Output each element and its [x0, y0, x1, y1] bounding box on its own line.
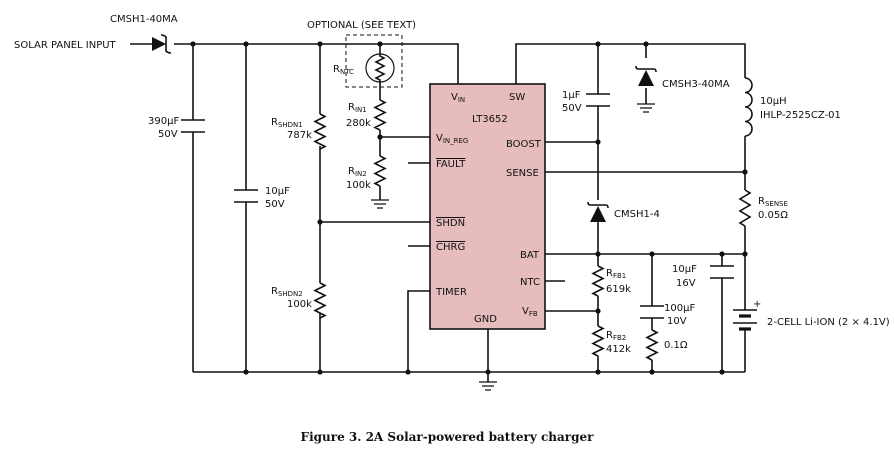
r-fb1-name: RFB1: [606, 268, 626, 280]
resistor-rshdn2-symbol: [313, 282, 327, 319]
r-fb1-value: 619k: [606, 284, 631, 295]
inductor-value: 10µH: [760, 96, 787, 107]
d-in-label: CMSH1-40MA: [110, 14, 178, 25]
inductor-10uh-symbol: [744, 77, 753, 137]
capacitor-1uf-50v-symbol: [586, 93, 610, 107]
pin-bat-label: BAT: [520, 250, 540, 261]
resistor-rfb2-symbol: [591, 325, 605, 357]
capacitor-10uf-16v-symbol: [710, 265, 734, 279]
optional-label: OPTIONAL (SEE TEXT): [307, 20, 416, 31]
r-ntc-name: RNTC: [333, 64, 354, 76]
resistor-rin2-symbol: [373, 155, 387, 187]
wires: [130, 43, 746, 382]
c-bat2-value: 100µF: [664, 303, 695, 314]
resistor-rshdn1-symbol: [313, 113, 327, 150]
pin-boost-label: BOOST: [506, 139, 542, 150]
boost-schottky-diode-symbol: [587, 201, 609, 222]
r-in1-name: RIN1: [348, 102, 367, 114]
pin-ntc-label: NTC: [520, 277, 540, 288]
capacitor-100uf-10v-symbol: [640, 305, 664, 319]
r-shdn1-name: RSHDN1: [271, 117, 303, 129]
pin-chrg-label: CHRG: [436, 242, 465, 253]
capacitor-10uf-50v-symbol: [234, 189, 258, 203]
pin-vin-label: VIN: [451, 92, 465, 104]
thermistor-rntc-symbol: [365, 52, 395, 84]
resistor-rfb1-symbol: [591, 265, 605, 297]
pin-fault-label: FAULT: [436, 159, 466, 170]
input-label: SOLAR PANEL INPUT: [14, 40, 117, 51]
sw-schottky-diode-symbol: [635, 65, 657, 86]
c-bat2-esr: 0.1Ω: [664, 340, 688, 351]
pin-vfb-label: VFB: [522, 306, 538, 318]
c-in-bulk-rating: 50V: [158, 129, 178, 140]
r-sense-value: 0.05Ω: [758, 210, 788, 221]
input-schottky-diode-symbol: [152, 34, 172, 54]
battery-label: 2-CELL Li-ION (2 × 4.1V): [767, 317, 890, 328]
ic-body: [429, 83, 546, 330]
r-shdn2-name: RSHDN2: [271, 286, 303, 298]
r-in1-value: 280k: [346, 118, 371, 129]
optional-ntc-dashed-box: [345, 34, 403, 88]
pin-shdn-label: SHDN: [436, 218, 465, 229]
r-shdn1-value: 787k: [287, 130, 312, 141]
r-in2-name: RIN2: [348, 166, 367, 178]
c-boost-value: 1µF: [562, 90, 581, 101]
c-boost-rating: 50V: [562, 103, 582, 114]
ground-symbol-main: [479, 381, 497, 391]
pin-timer-label: TIMER: [435, 287, 467, 298]
c-in-bulk-value: 390µF: [148, 116, 179, 127]
capacitor-390uf-symbol: [181, 119, 205, 133]
ground-symbol-rin2: [371, 199, 389, 209]
c-bat1-value: 10µF: [672, 264, 697, 275]
schematic-diagram: SOLAR PANEL INPUT OPTIONAL (SEE TEXT) CM…: [14, 14, 890, 391]
ground-symbol-cmsh3: [637, 103, 655, 113]
c-bat2-rating: 10V: [667, 316, 687, 327]
r-fb2-value: 412k: [606, 344, 631, 355]
pin-sw-label: SW: [509, 92, 525, 103]
r-shdn2-value: 100k: [287, 299, 312, 310]
pin-sense-label: SENSE: [506, 168, 539, 179]
c-in-rating: 50V: [265, 199, 285, 210]
r-fb2-name: RFB2: [606, 330, 626, 342]
inductor-part: IHLP-2525CZ-01: [760, 110, 841, 121]
pin-gnd-label: GND: [474, 314, 497, 325]
c-bat1-rating: 16V: [676, 278, 696, 289]
d-sw-label: CMSH3-40MA: [662, 79, 730, 90]
resistor-rsense-symbol: [738, 189, 752, 227]
battery-plus: +: [753, 299, 761, 310]
ic-lt3652: [429, 83, 546, 330]
pin-vin-reg-label: VIN_REG: [436, 133, 468, 145]
r-sense-name: RSENSE: [758, 196, 788, 208]
ic-name-label: LT3652: [472, 114, 508, 125]
resistor-rin1-symbol: [373, 99, 387, 131]
battery-symbol: [733, 309, 757, 336]
junctions: [190, 41, 748, 375]
c-in-value: 10µF: [265, 186, 290, 197]
r-in2-value: 100k: [346, 180, 371, 191]
figure-caption: Figure 3. 2A Solar-powered battery charg…: [300, 430, 594, 444]
resistor-esr-0p1-symbol: [645, 329, 659, 361]
d-boost-label: CMSH1-4: [614, 209, 660, 220]
